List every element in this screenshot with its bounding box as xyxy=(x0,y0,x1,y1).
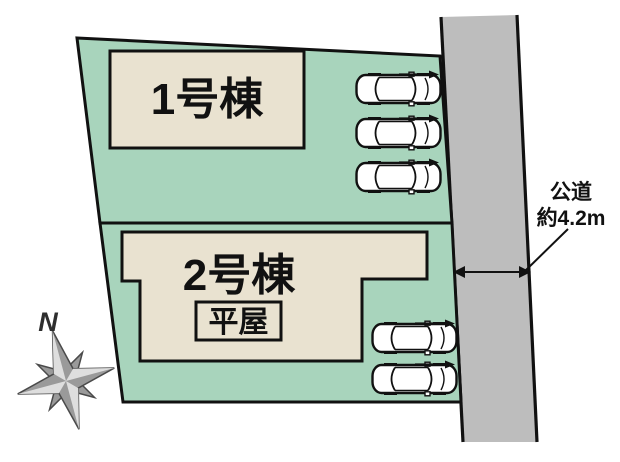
building-1-footprint xyxy=(108,49,306,150)
car-icon xyxy=(355,113,442,152)
dimension-leader-line xyxy=(523,228,569,273)
building-2-type-label: 平屋 xyxy=(209,306,269,339)
road-name-label: 公道 xyxy=(550,180,592,204)
compass-north-label: N xyxy=(38,307,58,337)
building-1-label: 1号棟 xyxy=(151,75,264,124)
road-area xyxy=(441,15,537,442)
compass-rose xyxy=(17,330,115,430)
car-icon xyxy=(371,318,458,356)
car-icon xyxy=(355,157,442,196)
compass-facet-e xyxy=(66,368,115,381)
dimension-arrowhead-right xyxy=(519,266,531,278)
building-2-label: 2号棟 xyxy=(183,251,296,300)
car-icon xyxy=(355,69,442,108)
hiraya-label-box xyxy=(194,300,283,342)
road-width-label: 約4.2m xyxy=(537,206,606,230)
road-right-edge xyxy=(515,14,539,443)
dimension-arrowhead-left xyxy=(453,266,465,278)
compass-major-points xyxy=(17,330,115,430)
building-2-footprint xyxy=(120,230,429,363)
car-icon xyxy=(371,359,458,397)
